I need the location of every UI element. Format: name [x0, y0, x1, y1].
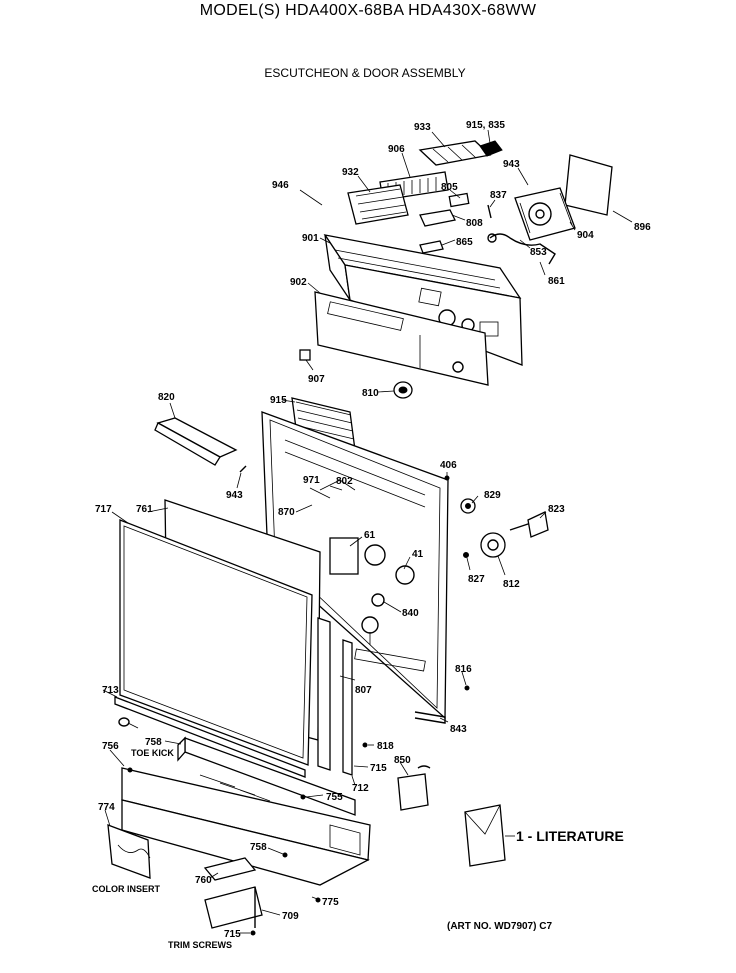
label-712: 712 [352, 783, 369, 794]
art-number: (ART NO. WD7907) C7 [447, 921, 552, 932]
part-808-card [419, 209, 456, 227]
label-406: 406 [440, 460, 457, 471]
label-717: 717 [95, 504, 112, 515]
part-850-bracket [397, 765, 431, 811]
label-41: 41 [412, 549, 424, 560]
label-755: 755 [326, 792, 343, 803]
label-807: 807 [355, 685, 372, 696]
part-907 [299, 349, 311, 361]
label-756: 756 [102, 741, 119, 752]
label-896: 896 [634, 222, 651, 233]
part-823 [509, 511, 549, 538]
label-774: 774 [98, 802, 115, 813]
part-labels: 933 915, 835 906 943 932 946 805 837 896… [92, 120, 651, 950]
label-758-bottom: 758 [250, 842, 267, 853]
label-715-mid: 715 [370, 763, 387, 774]
label-761: 761 [136, 504, 153, 515]
label-818: 818 [377, 741, 394, 752]
part-812-gear [480, 532, 506, 558]
label-843: 843 [450, 724, 467, 735]
part-816 [464, 685, 470, 691]
label-850: 850 [394, 755, 411, 766]
trim-screws-caption: TRIM SCREWS [168, 940, 232, 950]
label-915-835: 915, 835 [466, 120, 505, 131]
label-904: 904 [577, 230, 594, 241]
part-829 [460, 498, 476, 514]
label-853: 853 [530, 247, 547, 258]
label-715-bottom: 715 [224, 929, 241, 940]
part-755 [300, 794, 306, 800]
label-943-door: 943 [226, 490, 243, 501]
label-827: 827 [468, 574, 485, 585]
part-758-toe-kick [177, 736, 356, 816]
part-760 [203, 857, 257, 881]
label-802: 802 [336, 476, 353, 487]
label-915-vent: 915 [270, 395, 287, 406]
label-829: 829 [484, 490, 501, 501]
part-827 [463, 552, 469, 558]
label-946: 946 [272, 180, 289, 191]
part-805 [448, 192, 470, 208]
part-717-outer-panel [119, 519, 313, 766]
part-818 [362, 742, 368, 748]
label-901: 901 [302, 233, 319, 244]
label-816: 816 [455, 664, 472, 675]
label-758-top: 758 [145, 737, 162, 748]
part-853-861-harness [487, 233, 556, 265]
literature-caption: 1 - LITERATURE [516, 828, 624, 844]
part-810-knob [393, 381, 413, 399]
part-896-sheet [564, 154, 613, 216]
label-932: 932 [342, 167, 359, 178]
label-902: 902 [290, 277, 307, 288]
part-933-strip [418, 140, 492, 166]
part-713-strip [114, 696, 306, 778]
label-971: 971 [303, 475, 320, 486]
page-subtitle: ESCUTCHEON & DOOR ASSEMBLY [264, 66, 466, 80]
color-insert-caption: COLOR INSERT [92, 884, 161, 894]
part-712-rail [342, 639, 353, 776]
part-715-trim-screw [250, 930, 256, 936]
page-title: MODEL(S) HDA400X-68BA HDA430X-68WW [199, 2, 537, 19]
literature-envelope-icon [464, 804, 506, 867]
label-709: 709 [282, 911, 299, 922]
part-904-timer [514, 187, 576, 241]
part-820-handle [154, 417, 238, 466]
label-840: 840 [402, 608, 419, 619]
label-906: 906 [388, 144, 405, 155]
label-812: 812 [503, 579, 520, 590]
part-406-screw [444, 475, 450, 481]
label-837: 837 [490, 190, 507, 201]
label-775: 775 [322, 897, 339, 908]
label-943-top: 943 [503, 159, 520, 170]
part-902-escutcheon [314, 291, 489, 386]
part-709-bracket [204, 886, 263, 929]
label-933: 933 [414, 122, 431, 133]
part-774-color-insert [107, 824, 151, 879]
label-870: 870 [278, 507, 295, 518]
part-837 [487, 204, 492, 219]
label-810: 810 [362, 388, 379, 399]
part-943-screw [239, 465, 247, 473]
label-861: 861 [548, 276, 565, 287]
label-713: 713 [102, 685, 119, 696]
label-865: 865 [456, 237, 473, 248]
label-805: 805 [441, 182, 458, 193]
label-760: 760 [195, 875, 212, 886]
label-907: 907 [308, 374, 325, 385]
label-61: 61 [364, 530, 376, 541]
part-843-seal [414, 711, 446, 724]
part-756-bottom-panel [121, 767, 371, 886]
label-820: 820 [158, 392, 175, 403]
leader-lines [102, 129, 633, 934]
part-932-bracket [347, 184, 409, 225]
part-865 [419, 240, 444, 254]
part-807-rail [317, 617, 331, 771]
label-808: 808 [466, 218, 483, 229]
toe-kick-caption: TOE KICK [131, 748, 174, 758]
part-758-bottom-bracket [282, 852, 288, 858]
label-823: 823 [548, 504, 565, 515]
